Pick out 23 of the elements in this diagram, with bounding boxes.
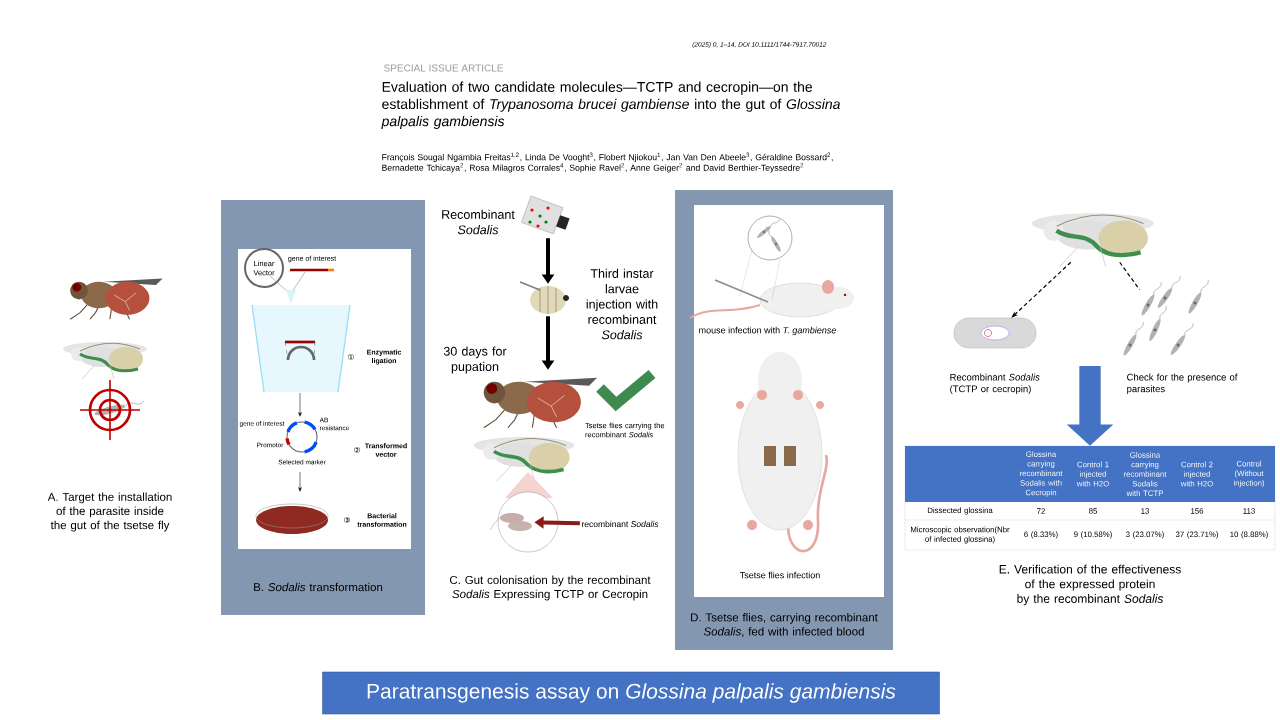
- author-list: François Sougal Ngambia Freitas$^{1,2}$, Linda De Vooght$^{3}$, Flobert Njiokou$^{1}$, Jan Van Den Abeele$^{3}$, Géraldine Bossard$^{2}$, Bernadette Tchicaya$^{2}$, Rosa Milagros Corrales$^{4}$, Sophie Ravel$^{2}$, Anne Geiger$^{2}$ and David Berthier-Teyssedre$^{2}$: [382, 152, 833, 173]
- step-number: ③: [344, 517, 350, 523]
- drawing-caption: mouse infection with T. gambiense: [699, 326, 836, 336]
- drawing-caption: Check for the presence of parasites: [1127, 373, 1238, 395]
- panel-caption: E. Verification of the effectiveness of the expressed protein by the recombinant Sodalis: [999, 564, 1181, 606]
- step-number: ①: [348, 354, 354, 360]
- panel-caption: A. Target the installation of the parasite inside the gut of the tsetse fly: [47, 492, 172, 532]
- step-label: Recombinant Sodalis: [442, 209, 515, 235]
- gut-drawing: [1031, 213, 1154, 268]
- drawing-caption: Tsetse flies infection: [739, 571, 820, 579]
- step-label: 30 days for pupation: [443, 346, 507, 374]
- leader-label: recombinant Sodalis: [582, 520, 659, 528]
- panel-caption: D. Tsetse flies, carrying recombinant Sodalis, fed with infected blood: [691, 613, 878, 637]
- step-label: Third instar larvae injection with recombinant Sodalis: [586, 268, 658, 340]
- title-banner: Paratransgenesis assay on Glossina palpalis gambiensis: [322, 671, 940, 715]
- article-title: Evaluation of two candidate molecules—TCTP and cecropin—on the establishment of Trypanosoma brucei gambiense into the gut of Glossina palpalis gambiensis: [381, 81, 840, 129]
- section-heading: SPECIAL ISSUE ARTICLE: [384, 64, 504, 72]
- panel-caption: C. Gut colonisation by the recombinant Sodalis Expressing TCTP or Cecropin: [450, 575, 651, 601]
- panel-caption: B. Sodalis transformation: [254, 582, 383, 592]
- bacteria-drawing: [489, 513, 532, 531]
- step-number: ②: [354, 447, 360, 453]
- drawing-caption: Recombinant Sodalis (TCTP or cecropin): [950, 373, 1040, 395]
- arrow: [1011, 261, 1072, 318]
